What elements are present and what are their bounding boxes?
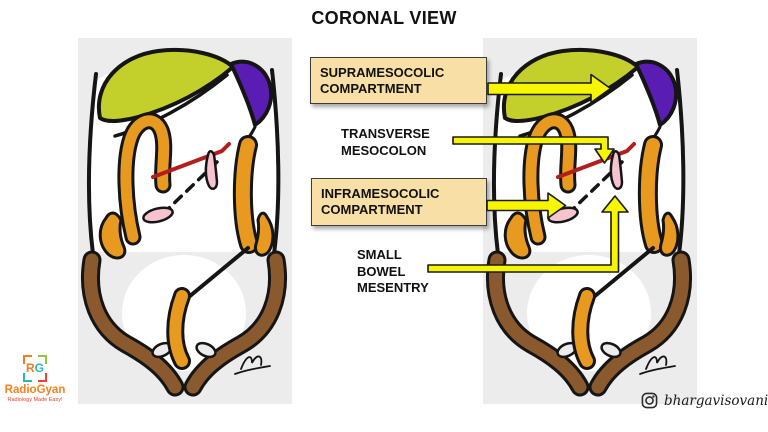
small-bowel-mesentery-label: SMALL BOWEL MESENTRY [357, 247, 429, 297]
inframesocolic-line2: COMPARTMENT [321, 202, 423, 217]
page-title: CORONAL VIEW [311, 8, 457, 28]
inframesocolic-label-box: INFRAMESOCOLIC COMPARTMENT [311, 178, 487, 226]
labeled-coronal-diagram [483, 38, 697, 404]
small-bowel-line1: SMALL [357, 247, 402, 262]
instagram-handle: bhargavisovani [664, 392, 768, 409]
bracket-top-left-icon [23, 355, 32, 364]
monogram-g: G [34, 361, 44, 375]
transverse-line2: MESOCOLON [341, 142, 427, 158]
logo-tagline: Radiology Made Easy! [7, 397, 63, 403]
small-bowel-line3: MESENTRY [357, 280, 429, 295]
small-bowel-line2: BOWEL [357, 263, 406, 279]
instagram-icon [641, 392, 658, 409]
bracket-bottom-left-icon [23, 373, 32, 382]
supramesocolic-line1: SUPRAMESOCOLIC [320, 65, 445, 80]
unlabeled-coronal-diagram [78, 38, 292, 404]
logo-name: RadioGyan [4, 384, 66, 396]
supramesocolic-label-box: SUPRAMESOCOLIC COMPARTMENT [310, 57, 487, 104]
instagram-credit: bhargavisovani [641, 392, 768, 409]
right-diagram-panel [483, 38, 697, 404]
rg-monogram-icon: RG [23, 355, 47, 382]
transverse-line1: TRANSVERSE [341, 126, 430, 141]
left-diagram-panel [78, 38, 292, 404]
bracket-bottom-right-icon [38, 373, 47, 382]
supramesocolic-line2: COMPARTMENT [320, 81, 422, 96]
bracket-top-right-icon [38, 355, 47, 364]
transverse-mesocolon-label: TRANSVERSE MESOCOLON [341, 126, 430, 159]
rg-letters: RG [23, 361, 47, 375]
inframesocolic-line1: INFRAMESOCOLIC [321, 186, 440, 201]
monogram-r: R [25, 361, 35, 375]
radiogyan-logo: RG RadioGyan Radiology Made Easy! [3, 355, 67, 404]
